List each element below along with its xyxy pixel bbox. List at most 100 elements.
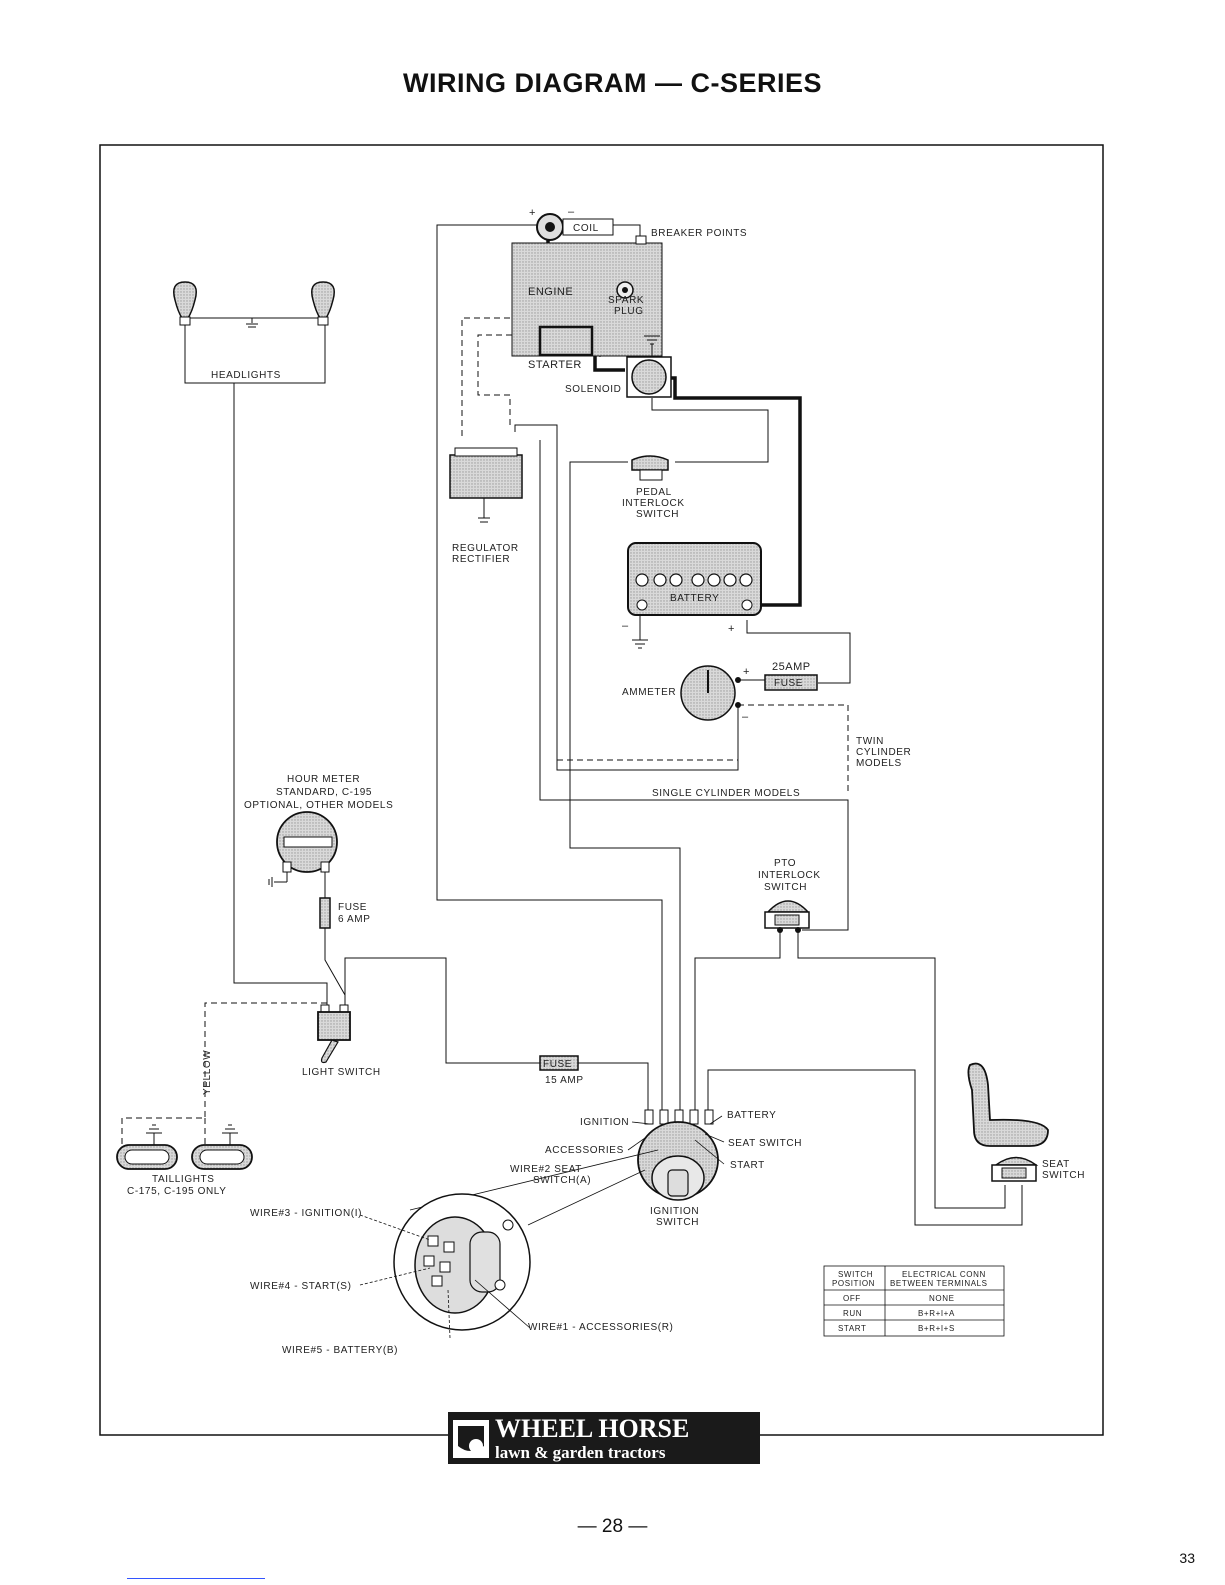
yellow-wire-label: YELLOW xyxy=(202,1050,213,1095)
pto-interlock-switch-icon xyxy=(764,900,810,933)
hour-meter-icon xyxy=(268,811,338,887)
light-switch-label: LIGHT SWITCH xyxy=(302,1067,381,1078)
dashed-wires xyxy=(121,317,849,1145)
seat-switch-icon xyxy=(991,1156,1039,1182)
headlights-label: HEADLIGHTS xyxy=(211,370,281,381)
fuse-15-value: 15 AMP xyxy=(545,1075,584,1086)
battery-term-label: BATTERY xyxy=(727,1110,776,1121)
ignition-switch-icon xyxy=(637,1109,719,1201)
table-header-conn-2: BETWEEN TERMINALS xyxy=(890,1279,988,1288)
solenoid xyxy=(626,356,672,398)
logo-line-2: lawn & garden tractors xyxy=(495,1443,666,1462)
wire5-label: WIRE#5 - BATTERY(B) xyxy=(282,1345,398,1356)
coil-plus-label: + xyxy=(529,207,536,219)
regulator-label-2: RECTIFIER xyxy=(452,554,510,565)
pedal-interlock-label-1: PEDAL xyxy=(636,487,672,498)
breaker-points-label: BREAKER POINTS xyxy=(651,228,747,239)
table-row-conn: B+R+I+S xyxy=(918,1324,955,1333)
spark-plug-label-2: PLUG xyxy=(614,306,644,317)
headlight-left-icon xyxy=(173,281,197,326)
starter-label: STARTER xyxy=(528,359,582,371)
wheel-horse-logo: WHEEL HORSE lawn & garden tractors xyxy=(448,1412,760,1464)
corner-mark: 33 xyxy=(1179,1550,1195,1566)
underline-artifact xyxy=(127,1578,265,1579)
hour-meter-label-1: HOUR METER xyxy=(287,774,360,785)
hour-meter-label-3: OPTIONAL, OTHER MODELS xyxy=(244,800,393,811)
taillight-right-icon xyxy=(191,1124,253,1170)
ignition-term-label: IGNITION xyxy=(580,1117,629,1128)
table-header-position-1: SWITCH xyxy=(838,1270,873,1279)
regulator-rectifier xyxy=(449,447,523,523)
engine xyxy=(511,235,663,357)
fuse-25-label: FUSE xyxy=(774,678,803,689)
ign-switch-label-2: SWITCH xyxy=(656,1217,699,1228)
pedal-interlock-label-3: SWITCH xyxy=(636,509,679,520)
wires xyxy=(233,224,1023,1226)
coil-minus-label: – xyxy=(568,206,575,218)
table-row-position: START xyxy=(838,1324,866,1333)
seat-switch-label-1: SEAT xyxy=(1042,1159,1070,1170)
fuse-25amp xyxy=(764,674,818,691)
ignition-detail-icon xyxy=(393,1193,531,1331)
start-term-label: START xyxy=(730,1160,765,1171)
battery-plus-label: + xyxy=(728,623,735,635)
table-row-position: RUN xyxy=(843,1309,862,1318)
ign-switch-label-1: IGNITION xyxy=(650,1206,699,1217)
table-row-conn: NONE xyxy=(929,1294,955,1303)
headlight-wiring xyxy=(184,317,326,384)
fuse-25-value: 25AMP xyxy=(772,661,811,673)
pto-label-2: INTERLOCK xyxy=(758,870,821,881)
pedal-interlock-label-2: INTERLOCK xyxy=(622,498,685,509)
twin-cyl-label-1: TWIN xyxy=(856,736,884,747)
wire1-label: WIRE#1 - ACCESSORIES(R) xyxy=(528,1322,674,1333)
twin-cyl-label-3: MODELS xyxy=(856,758,902,769)
engine-label: ENGINE xyxy=(528,286,573,298)
coil-label: COIL xyxy=(573,223,599,234)
battery-label: BATTERY xyxy=(670,593,719,604)
wire3-label: WIRE#3 - IGNITION(I) xyxy=(250,1208,362,1219)
fuse-15-label: FUSE xyxy=(543,1059,572,1070)
seat-switch-term-label: SEAT SWITCH xyxy=(728,1138,802,1149)
table-row-conn: B+R+I+A xyxy=(918,1309,955,1318)
switch-table xyxy=(823,1265,1005,1337)
seat-icon xyxy=(967,1062,1049,1147)
fuse-6-label-2: 6 AMP xyxy=(338,914,370,925)
ammeter-label: AMMETER xyxy=(622,687,676,698)
fuse-6amp xyxy=(319,897,331,929)
fuse-6-label-1: FUSE xyxy=(338,902,367,913)
logo-line-1: WHEEL HORSE xyxy=(495,1414,689,1443)
pto-label-1: PTO xyxy=(774,858,796,869)
headlight-right-icon xyxy=(311,281,335,326)
table-row-position: OFF xyxy=(843,1294,861,1303)
hour-meter-label-2: STANDARD, C-195 xyxy=(276,787,372,798)
taillights-label-2: C-175, C-195 ONLY xyxy=(127,1186,227,1197)
seat-switch-label-2: SWITCH xyxy=(1042,1170,1085,1181)
ammeter-plus-label: + xyxy=(743,666,750,678)
ammeter-minus-label: – xyxy=(742,711,749,723)
taillights-label-1: TAILLIGHTS xyxy=(152,1174,215,1185)
ammeter-icon xyxy=(680,665,765,721)
fuse-15amp xyxy=(539,1055,579,1071)
light-switch-icon xyxy=(317,1004,351,1064)
table-header-conn-1: ELECTRICAL CONN xyxy=(902,1270,986,1279)
battery-minus-label: – xyxy=(622,620,629,632)
wire2-label-1: WIRE#2 SEAT xyxy=(510,1164,582,1175)
page-title: WIRING DIAGRAM — C-SERIES xyxy=(402,68,822,98)
solenoid-label: SOLENOID xyxy=(565,384,621,395)
pedal-interlock-switch-icon xyxy=(631,455,669,481)
accessories-term-label: ACCESSORIES xyxy=(545,1145,624,1156)
regulator-label-1: REGULATOR xyxy=(452,543,519,554)
battery xyxy=(627,542,762,649)
page-number: — 28 — xyxy=(577,1516,648,1537)
spark-plug-label-1: SPARK xyxy=(608,295,644,306)
wire4-label: WIRE#4 - START(S) xyxy=(250,1281,352,1292)
taillight-left-icon xyxy=(116,1124,178,1170)
single-cyl-label: SINGLE CYLINDER MODELS xyxy=(652,788,800,799)
engine-ground-icon xyxy=(644,335,660,357)
twin-cyl-label-2: CYLINDER xyxy=(856,747,911,758)
coil xyxy=(536,213,614,241)
pto-label-3: SWITCH xyxy=(764,882,807,893)
table-header-position-2: POSITION xyxy=(832,1279,875,1288)
wire2-label-2: SWITCH(A) xyxy=(533,1175,591,1186)
